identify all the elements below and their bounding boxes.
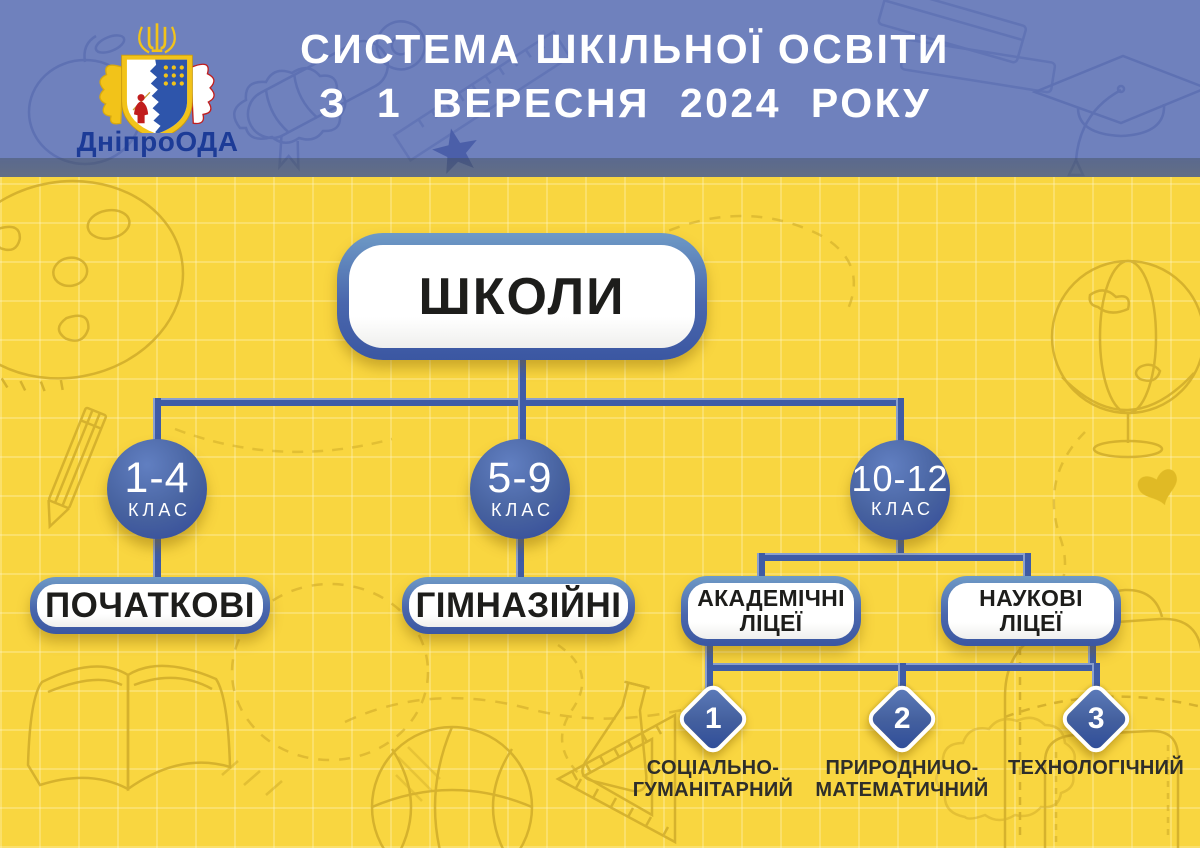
- node-gymnasium-label: ГІМНАЗІЙНІ: [409, 584, 628, 627]
- node-academic-lyceums: АКАДЕМІЧНІ ЛІЦЕЇ: [681, 576, 861, 646]
- academic-lyceums-line1: АКАДЕМІЧНІ: [697, 585, 845, 611]
- root-node-label: ШКОЛИ: [349, 245, 695, 348]
- grade-range: 1-4: [124, 454, 190, 502]
- header: ДніпроОДА СИСТЕМА ШКІЛЬНОЇ ОСВІТИ З 1 ВЕ…: [0, 0, 1200, 177]
- node-science-lyceums: НАУКОВІ ЛІЦЕЇ: [941, 576, 1121, 646]
- profile-label-social-humanitarian: СОЦІАЛЬНО- ГУМАНІТАРНИЙ: [632, 757, 794, 801]
- page-title: СИСТЕМА ШКІЛЬНОЇ ОСВІТИ З 1 ВЕРЕСНЯ 2024…: [245, 26, 1005, 126]
- connector-drop-2: [518, 398, 526, 444]
- profile-label-science-math: ПРИРОДНИЧО- МАТЕМАТИЧНИЙ: [815, 757, 989, 801]
- connector-stub-2: [898, 663, 906, 691]
- connector-branch-lyceums: [757, 553, 1031, 561]
- connector-stub-1: [705, 663, 713, 691]
- grade-unit: КЛАС: [128, 500, 191, 520]
- trident-icon: [147, 23, 167, 53]
- academic-lyceums-line2: ЛІЦЕЇ: [739, 610, 803, 636]
- grade-circle-10-12: 10-12 КЛАС: [850, 440, 950, 540]
- horse-supporter: [189, 63, 215, 125]
- connector-acad-top: [757, 553, 765, 581]
- connector-nauk-top: [1023, 553, 1031, 581]
- connector-acad-bottom: [705, 641, 713, 668]
- header-divider-band: [0, 158, 1200, 177]
- grade-circle-5-9: 5-9 КЛАС: [470, 439, 570, 539]
- connector-drop-3: [896, 398, 904, 444]
- science-lyceums-line1: НАУКОВІ: [979, 585, 1083, 611]
- lion-supporter: [99, 64, 125, 125]
- page-title-line2: З 1 ВЕРЕСНЯ 2024 РОКУ: [318, 80, 932, 126]
- logo-label: ДніпроОДА: [76, 126, 239, 157]
- page-title-line1: СИСТЕМА ШКІЛЬНОЇ ОСВІТИ: [300, 26, 950, 72]
- profile-label-technological: ТЕХНОЛОГІЧНИЙ: [1007, 757, 1185, 779]
- node-primary-schools: ПОЧАТКОВІ: [30, 577, 270, 634]
- connector-root-drop: [518, 358, 526, 402]
- coat-of-arms-icon: [99, 23, 215, 133]
- connector-stub-3: [1092, 663, 1100, 691]
- profile-number: 3: [1087, 702, 1105, 735]
- connector-circle3-branch: [896, 534, 904, 560]
- root-node-schools: ШКОЛИ: [337, 233, 707, 360]
- profile-number: 2: [893, 702, 911, 735]
- grade-range: 5-9: [487, 454, 553, 502]
- grade-circle-1-4: 1-4 КЛАС: [107, 439, 207, 539]
- grade-unit: КЛАС: [871, 499, 934, 519]
- profile-number: 1: [704, 702, 722, 735]
- node-primary-label: ПОЧАТКОВІ: [37, 584, 263, 627]
- node-gymnasium-schools: ГІМНАЗІЙНІ: [402, 577, 635, 634]
- connector-bus-top: [153, 398, 904, 406]
- science-lyceums-line2: ЛІЦЕЇ: [999, 610, 1063, 636]
- connector-nauk-bottom: [1088, 641, 1096, 668]
- connector-drop-1: [153, 398, 161, 444]
- connector-circle2-box: [516, 534, 524, 580]
- region-logo: ДніпроОДА: [40, 14, 275, 164]
- grade-unit: КЛАС: [491, 500, 554, 520]
- connector-circle1-box: [153, 534, 161, 580]
- grade-range: 10-12: [851, 458, 949, 499]
